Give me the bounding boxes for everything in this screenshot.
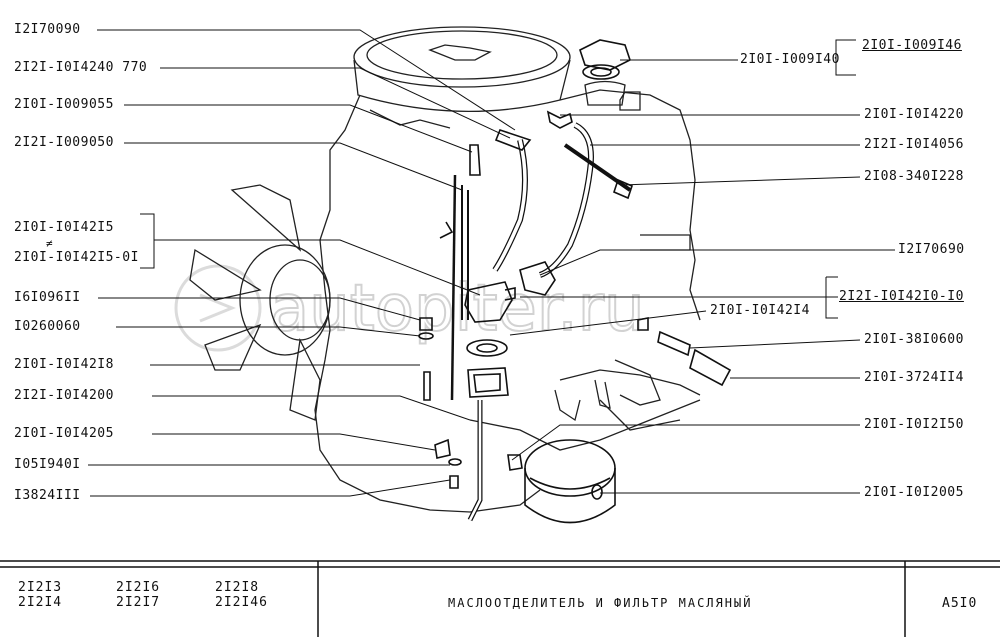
- parts: [418, 39, 732, 524]
- label-right-3: 2I0I-I0I4220: [864, 107, 964, 122]
- label-left-10: 2I2I-I0I4200: [14, 388, 114, 403]
- sheet-code: A5I0: [942, 596, 978, 611]
- model-code-1a: 2I2I3: [18, 580, 63, 595]
- label-left-3: 2I0I-I009055: [14, 97, 114, 112]
- label-right-8: 2I0I-I0I42I4: [710, 303, 810, 318]
- title-block: [0, 560, 1000, 637]
- sheet-title: МАСЛООТДЕЛИТЕЛЬ И ФИЛЬТР МАСЛЯНЫЙ: [448, 596, 753, 610]
- label-left-8: I0260060: [14, 319, 81, 334]
- leader-lines: [88, 29, 895, 497]
- label-left-4: 2I2I-I009050: [14, 135, 114, 150]
- engine-block: [189, 26, 701, 513]
- label-right-7: 2I2I-I0I42I0-I0: [839, 289, 964, 304]
- label-left-13: I3824III: [14, 488, 81, 503]
- model-code-3b: 2I2I46: [215, 595, 268, 610]
- label-left-1: I2I70090: [14, 22, 81, 37]
- watermark-text: autopiter.ru: [270, 272, 645, 346]
- label-left-9: 2I0I-I0I42I8: [14, 357, 114, 372]
- label-right-11: 2I0I-I0I2I50: [864, 417, 964, 432]
- label-right-12: 2I0I-I0I2005: [864, 485, 964, 500]
- model-code-2b: 2I2I7: [116, 595, 161, 610]
- label-right-10: 2I0I-3724II4: [864, 370, 964, 385]
- label-right-4: 2I2I-I0I4056: [864, 137, 964, 152]
- label-right-6: I2I70690: [898, 242, 965, 257]
- model-code-2a: 2I2I6: [116, 580, 161, 595]
- label-left-neq: ≠: [46, 237, 54, 250]
- label-right-2: 2I0I-I009I40: [740, 52, 840, 67]
- label-right-9: 2I0I-38I0600: [864, 332, 964, 347]
- model-code-3a: 2I2I8: [215, 580, 260, 595]
- label-left-2: 2I2I-I0I4240 770: [14, 60, 148, 75]
- label-right-5: 2I08-340I228: [864, 169, 964, 184]
- label-left-5: 2I0I-I0I42I5: [14, 220, 114, 235]
- label-left-7: I6I096II: [14, 290, 81, 305]
- label-left-11: 2I0I-I0I4205: [14, 426, 114, 441]
- watermark-logo: [174, 264, 262, 352]
- label-right-1: 2I0I-I009I46: [862, 38, 962, 53]
- label-left-12: I05I940I: [14, 457, 81, 472]
- model-code-1b: 2I2I4: [18, 595, 63, 610]
- label-left-6: 2I0I-I0I42I5-0I: [14, 250, 139, 265]
